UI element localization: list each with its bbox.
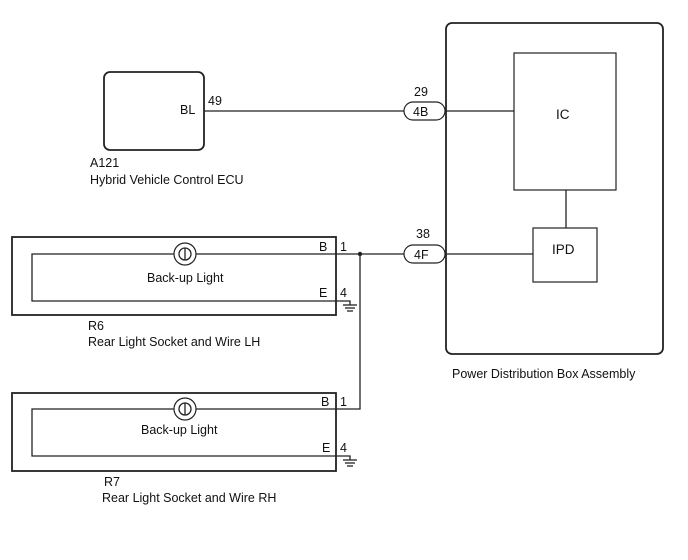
wire-junction-r7 [336, 254, 361, 410]
connector-4f-pin: 38 [416, 227, 430, 241]
ecu-name: Hybrid Vehicle Control ECU [90, 173, 244, 187]
r6-pin-b-number: 1 [340, 240, 347, 254]
r7-ground-icon [336, 455, 357, 467]
r6-pin-e: E [319, 286, 327, 300]
r6-pin-e-number: 4 [340, 286, 347, 300]
ecu-pin-label: BL [180, 103, 195, 117]
r7-code: R7 [104, 475, 120, 489]
r6-code: R6 [88, 319, 104, 333]
r7-pin-b-number: 1 [340, 395, 347, 409]
connector-4b-label: 4B [413, 105, 428, 119]
r6-name: Rear Light Socket and Wire LH [88, 335, 260, 349]
ipd-label: IPD [552, 242, 575, 257]
ecu-code: A121 [90, 156, 119, 170]
r7-name: Rear Light Socket and Wire RH [102, 491, 276, 505]
r6-outer-box [11, 236, 337, 316]
connector-4f [403, 244, 446, 264]
ecu-pin-number: 49 [208, 94, 222, 108]
connector-4b [403, 101, 446, 121]
ic-label: IC [556, 107, 570, 122]
r6-pin-b: B [319, 240, 327, 254]
r7-lamp-label: Back-up Light [141, 423, 218, 437]
r6-lamp-label: Back-up Light [147, 271, 224, 285]
r7-pin-b: B [321, 395, 329, 409]
ipd-block [532, 227, 598, 283]
ic-block [513, 52, 617, 191]
r7-pin-e: E [322, 441, 330, 455]
pdb-name: Power Distribution Box Assembly [452, 367, 636, 381]
connector-4f-label: 4F [414, 248, 429, 262]
r6-ground-icon [336, 300, 357, 312]
r7-pin-e-number: 4 [340, 441, 347, 455]
connector-4b-pin: 29 [414, 85, 428, 99]
